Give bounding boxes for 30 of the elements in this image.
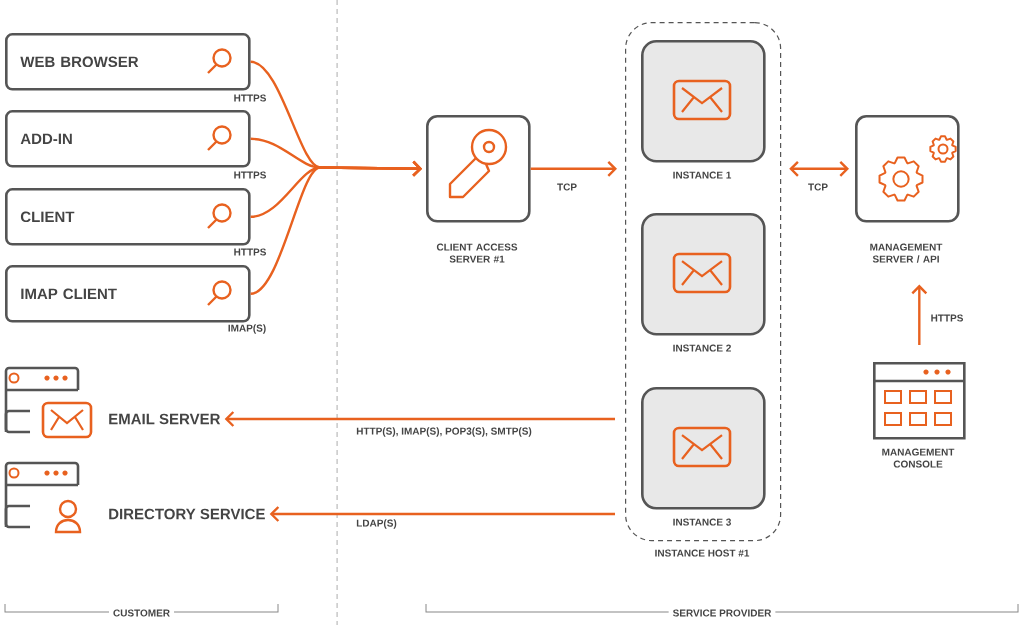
- client-box: ADD-IN: [5, 110, 251, 168]
- client-box: IMAP CLIENT: [5, 265, 251, 323]
- edge-label: TCP: [807, 182, 829, 192]
- edge-label: HTTPS: [929, 313, 965, 323]
- arrow: [250, 160, 422, 295]
- instance-label: INSTANCE 2: [673, 344, 731, 352]
- server-label: MANAGEMENT SERVER / API: [870, 243, 943, 263]
- edge-label: LDAP(S): [355, 518, 398, 530]
- edge-label: TCP: [556, 182, 578, 192]
- host-label: INSTANCE HOST #1: [655, 549, 750, 557]
- service-label: DIRECTORY SERVICE: [109, 508, 265, 520]
- edge-label: HTTPS: [232, 93, 268, 103]
- instance-label: INSTANCE 3: [673, 518, 731, 526]
- section-label: SERVICE PROVIDER: [668, 608, 776, 618]
- service-label: EMAIL SERVER: [109, 413, 221, 425]
- arrow: [911, 284, 928, 345]
- edge-label: HTTPS: [232, 247, 268, 257]
- instance-label: INSTANCE 1: [673, 171, 732, 179]
- edge-label: HTTPS: [232, 170, 268, 180]
- arrow: [789, 160, 849, 177]
- section-label: CUSTOMER: [109, 608, 175, 618]
- arrow: [269, 506, 615, 522]
- arrow: [224, 411, 615, 427]
- arrow: [530, 160, 617, 177]
- client-box: CLIENT: [5, 188, 251, 246]
- client-box: WEB BROWSER: [5, 33, 251, 91]
- console-label: MANAGEMENT CONSOLE: [882, 448, 955, 468]
- edge-label: IMAP(S): [226, 323, 268, 335]
- edge-label: HTTP(S), IMAP(S), POP3(S), SMTP(S): [355, 426, 533, 438]
- server-label: CLIENT ACCESS SERVER #1: [436, 243, 518, 263]
